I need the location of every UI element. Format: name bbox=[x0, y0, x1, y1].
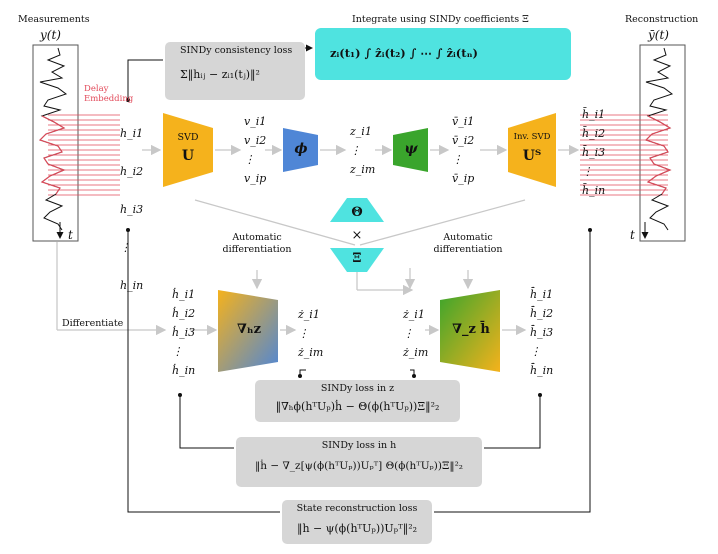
consistency-loss-title: SINDy consistency loss bbox=[180, 45, 293, 56]
vbar-output: v̄_i1 bbox=[452, 115, 475, 128]
hbar-dot-output: h̄̇_i3 bbox=[530, 326, 554, 339]
h-input: h_i3 bbox=[120, 203, 144, 216]
time-label-right: t bbox=[630, 228, 635, 242]
grad-h-z-symbol: ∇ₕz bbox=[237, 322, 261, 337]
vbar-column: v̄_i1 v̄_i2 ⋮ v̄_ip bbox=[452, 112, 474, 188]
hbar-dot-output: h̄̇_in bbox=[530, 364, 554, 377]
autodiff-left-label: Automatic differentiation bbox=[222, 232, 292, 255]
autodiff-right-label: Automatic differentiation bbox=[433, 232, 503, 255]
vbar-output: v̄_ip bbox=[452, 172, 475, 185]
h-inputs-column: h_i1 h_i2 h_i3 ⋮ h_in bbox=[120, 105, 143, 295]
hdot-input: ⋮ bbox=[172, 345, 183, 358]
zdot-output: ż_i1 bbox=[298, 308, 320, 321]
xi-symbol: Ξ bbox=[352, 251, 362, 266]
v-output: v_i1 bbox=[244, 115, 267, 128]
reconstruction-loss-title: State reconstruction loss bbox=[296, 503, 418, 514]
hbar-output: h̄_i2 bbox=[582, 127, 606, 140]
v-output: v_ip bbox=[244, 172, 267, 185]
delay-embedding-lines bbox=[48, 114, 120, 196]
hbar-dot-output: h̄̇_i2 bbox=[530, 307, 554, 320]
h-input: h_i1 bbox=[120, 127, 144, 140]
consistency-loss-formula: Σ‖hᵢⱼ − zᵢ₁(tⱼ)‖² bbox=[180, 68, 260, 81]
grad-z-hbar-shape bbox=[440, 290, 500, 372]
h-input: ⋮ bbox=[120, 241, 131, 254]
hbar-output: h̄_in bbox=[582, 184, 606, 197]
z-latent: ⋮ bbox=[350, 144, 361, 157]
svd-label: SVD bbox=[177, 132, 199, 143]
z-latent: z_i1 bbox=[350, 125, 372, 138]
xi-shape bbox=[330, 248, 384, 272]
measurements-title: Measurements bbox=[18, 14, 90, 25]
hdot-input: ḣ_i2 bbox=[172, 307, 196, 320]
inv-svd-decoder-shape bbox=[508, 113, 556, 187]
hbar-dot-output: ⋮ bbox=[530, 345, 541, 358]
reconstruction-title: Reconstruction bbox=[625, 14, 699, 25]
integrate-box bbox=[315, 28, 571, 80]
hdot-input: ḣ_i3 bbox=[172, 326, 196, 339]
zdot-column: ż_i1 ⋮ ż_im bbox=[298, 305, 323, 362]
hdot-input: ḣ_in bbox=[172, 364, 196, 377]
hbar-dot-output: h̄̇_i1 bbox=[530, 288, 554, 301]
time-label-left: t bbox=[68, 228, 73, 242]
sindy-loss-z-title: SINDy loss in z bbox=[320, 383, 395, 394]
vbar-output: v̄_i2 bbox=[452, 134, 475, 147]
flow-arrows bbox=[56, 144, 580, 336]
sindy-loss-z-box bbox=[255, 380, 460, 422]
reconstruction-signal bbox=[645, 47, 674, 231]
inv-svd-label: Inv. SVD bbox=[513, 132, 551, 142]
svd-encoder-shape bbox=[163, 113, 213, 187]
measurement-panel bbox=[32, 44, 120, 242]
differentiate-label: Differentiate bbox=[62, 318, 124, 329]
loss-connectors bbox=[127, 44, 591, 513]
consistency-loss-box bbox=[165, 42, 305, 100]
vbar-output: ⋮ bbox=[452, 153, 463, 166]
zdot2-column: ż_i1 ⋮ ż_im bbox=[403, 305, 428, 362]
zdot2-input: ż_i1 bbox=[403, 308, 425, 321]
v-output: ⋮ bbox=[244, 153, 255, 166]
h-input: h_i2 bbox=[120, 165, 144, 178]
theta-shape bbox=[330, 198, 384, 222]
zdot-output: ⋮ bbox=[298, 327, 309, 340]
v-outputs-column: v_i1 v_i2 ⋮ v_ip bbox=[244, 112, 266, 188]
integrate-formula: zᵢ(t₁) ∫ ẑᵢ(t₂) ∫ ⋯ ∫ ẑᵢ(tₙ) bbox=[330, 46, 478, 60]
grad-h-z-shape bbox=[218, 290, 278, 372]
hdot-column: ḣ_i1 ḣ_i2 ḣ_i3 ⋮ ḣ_in bbox=[172, 285, 195, 380]
inv-svd-symbol: Uᵀ bbox=[522, 148, 542, 164]
v-output: v_i2 bbox=[244, 134, 267, 147]
zdot2-input: ⋮ bbox=[403, 327, 414, 340]
reconstruction-panel bbox=[580, 44, 686, 242]
reconstruction-loss-formula: ‖h − ψ(ϕ(hᵀUₚ))Uₚᵀ‖²₂ bbox=[296, 522, 418, 535]
grad-z-hbar-symbol: ∇_z h̄ bbox=[452, 322, 490, 337]
z-latent: z_im bbox=[350, 163, 376, 176]
z-column: z_i1 ⋮ z_im bbox=[350, 122, 375, 179]
sindy-loss-z-formula: ‖∇ₕϕ(hᵀUₚ)ḣ − Θ(ϕ(hᵀUₚ))Ξ‖²₂ bbox=[275, 400, 440, 413]
phi-symbol: ϕ bbox=[294, 141, 308, 157]
hbar-outputs-column: h̄_i1 h̄_i2 h̄_i3 ⋮ h̄_in bbox=[582, 105, 605, 200]
sindy-loss-h-title: SINDy loss in h bbox=[321, 440, 397, 451]
delay-embedding-label: Delay Embedding bbox=[84, 84, 134, 104]
phi-encoder-shape bbox=[283, 128, 318, 172]
theta-symbol: Θ bbox=[351, 205, 363, 220]
sindy-loss-h-box bbox=[236, 437, 482, 487]
zdot2-input: ż_im bbox=[403, 346, 429, 359]
times-symbol: × bbox=[351, 228, 363, 243]
measurement-signal bbox=[39, 47, 68, 231]
measurement-signal-label: y(t) bbox=[40, 28, 61, 42]
reconstruction-signal-label: ȳ(t) bbox=[648, 28, 669, 42]
hbar-output: h̄_i1 bbox=[582, 108, 606, 121]
sindy-loss-h-formula: ‖ḣ − ∇_z[ψ(ϕ(hᵀUₚ))Uₚᵀ] Θ(ϕ(hᵀUₚ))Ξ‖²₂ bbox=[254, 460, 463, 472]
hbar-dot-column: h̄̇_i1 h̄̇_i2 h̄̇_i3 ⋮ h̄̇_in bbox=[530, 285, 553, 380]
h-input: h_in bbox=[120, 279, 144, 292]
reconstruction-loss-box bbox=[282, 500, 432, 544]
hdot-input: ḣ_i1 bbox=[172, 288, 196, 301]
zdot-output: ż_im bbox=[298, 346, 324, 359]
psi-decoder-shape bbox=[393, 128, 428, 172]
hbar-output: h̄_i3 bbox=[582, 146, 606, 159]
psi-symbol: ψ bbox=[404, 141, 418, 157]
svd-symbol: U bbox=[181, 148, 195, 164]
integrate-title: Integrate using SINDy coefficients Ξ bbox=[352, 14, 529, 25]
hbar-output: ⋮ bbox=[582, 165, 593, 178]
